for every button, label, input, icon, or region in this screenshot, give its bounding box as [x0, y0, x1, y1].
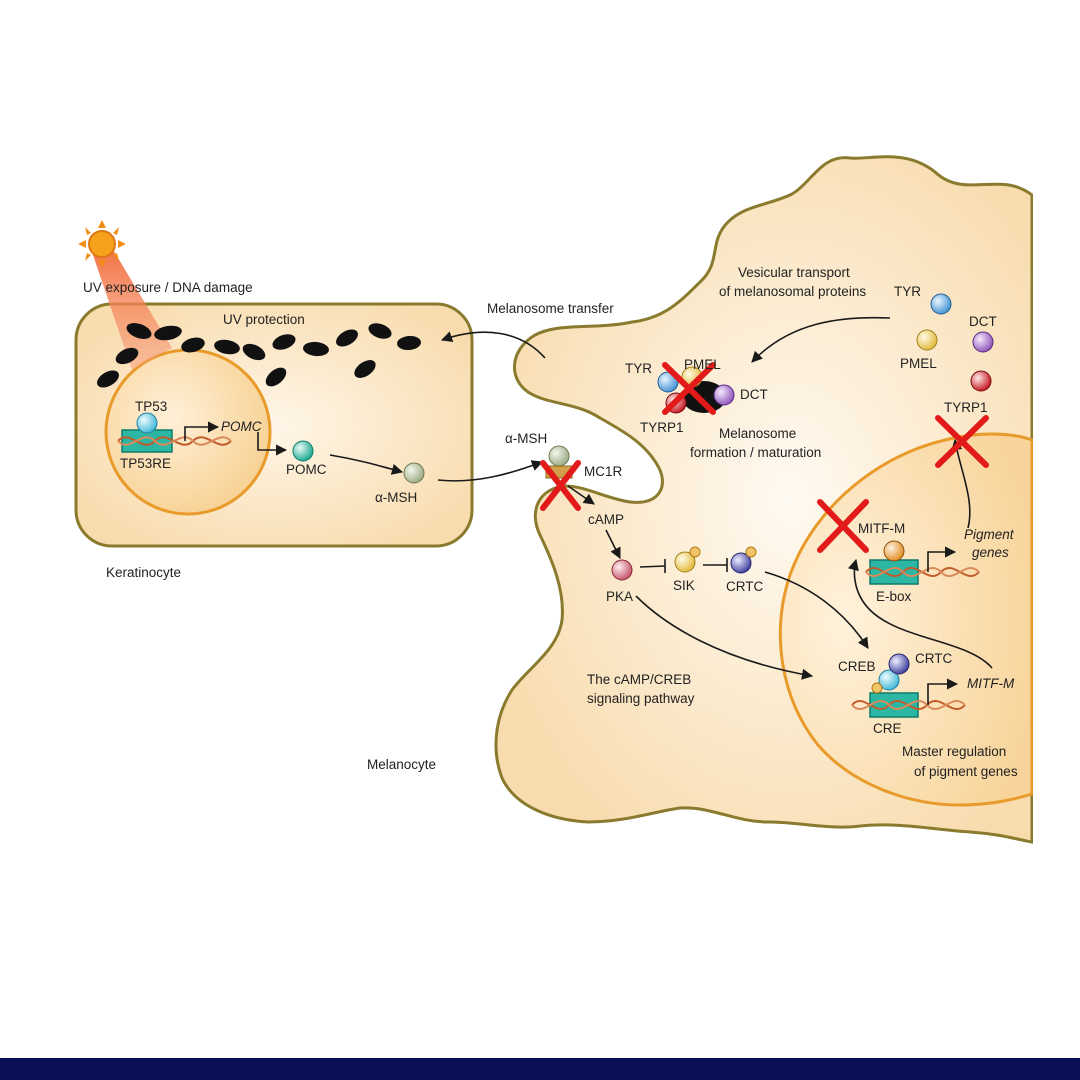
mitf-transcription-arrow — [927, 678, 959, 705]
tyr-complex-label: TYR — [625, 361, 652, 376]
dct-complex-protein — [713, 384, 735, 406]
mitf-feedback-arrow — [847, 558, 993, 669]
vesicular-transport-arrow — [751, 316, 891, 363]
mitf-m-gene-label: MITF-M — [967, 676, 1015, 691]
pka-to-creb-arrow — [635, 595, 814, 680]
tp53re-dna — [117, 429, 232, 453]
crtc-to-nucleus-arrow — [764, 571, 869, 649]
uv-exposure-label: UV exposure / DNA damage — [83, 280, 253, 295]
pomc-protein-label: POMC — [286, 462, 327, 477]
tyrp1-complex-label: TYRP1 — [640, 420, 684, 435]
uv-beam — [92, 248, 172, 370]
melanosome-transfer-label: Melanosome transfer — [487, 301, 614, 316]
melanosome-inhibition-x — [662, 362, 716, 415]
mitf-m-label: MITF-M — [858, 521, 905, 536]
amsh-receptor-label: α-MSH — [505, 431, 547, 446]
right-edge-mask — [1033, 150, 1080, 870]
pomc-to-amsh-arrow — [329, 454, 404, 475]
master-regulation-line1: Master regulation — [902, 744, 1006, 759]
mc1r-label: MC1R — [584, 464, 623, 479]
pka-protein — [611, 559, 633, 581]
amsh-to-mc1r-arrow — [437, 460, 544, 482]
crtc-cyto-label: CRTC — [726, 579, 764, 594]
mitf-inhibition-x — [817, 499, 869, 553]
master-regulation-line2: of pigment genes — [914, 764, 1018, 779]
melanosome-label-line1: Melanosome — [719, 426, 796, 441]
sik-phospho — [689, 546, 701, 558]
pomc-transcription-arrow — [184, 421, 220, 441]
crtc-nucleus-protein — [888, 653, 910, 675]
tyrp1-inhibition-x — [935, 415, 989, 468]
pmel-complex-label: PMEL — [684, 357, 721, 372]
amsh-receptor-protein — [548, 445, 570, 467]
uv-protection-label: UV protection — [223, 312, 305, 327]
pathway-label-line2: signaling pathway — [587, 691, 695, 706]
tyrp1-top-protein — [970, 370, 992, 392]
mc1r-inhibition-x — [540, 460, 581, 511]
cre-label: CRE — [873, 721, 902, 736]
tyr-top-protein — [930, 293, 952, 315]
crtc-nucleus-label: CRTC — [915, 651, 953, 666]
melanosome-label-line2: formation / maturation — [690, 445, 821, 460]
keratinocyte-label: Keratinocyte — [106, 565, 181, 580]
mc1r-to-camp-arrow — [567, 485, 595, 505]
pigment-genes-line2: genes — [972, 545, 1009, 560]
camp-to-pka-arrow — [605, 529, 621, 560]
pomc-gene-label: POMC — [221, 419, 262, 434]
melanosome-transfer-arrow — [440, 331, 546, 359]
pomc-output-arrow — [257, 432, 288, 456]
tyrp1-top-label: TYRP1 — [944, 400, 988, 415]
dct-complex-label: DCT — [740, 387, 768, 402]
creb-protein — [878, 669, 900, 691]
amsh-keratinocyte-protein — [403, 462, 425, 484]
amsh-keratinocyte-label: α-MSH — [375, 490, 417, 505]
footer-bar — [0, 1058, 1080, 1080]
pka-label: PKA — [606, 589, 633, 604]
sik-label: SIK — [673, 578, 695, 593]
vesicular-label-line2: of melanosomal proteins — [719, 284, 866, 299]
melanosome-cluster — [97, 323, 726, 413]
crtc-phospho — [745, 546, 757, 558]
camp-label: cAMP — [588, 512, 624, 527]
dct-top-protein — [972, 331, 994, 353]
pathway-label-line1: The cAMP/CREB — [587, 672, 691, 687]
pmel-top-label: PMEL — [900, 356, 937, 371]
vesicular-label-line1: Vesicular transport — [738, 265, 850, 280]
pomc-protein — [292, 440, 314, 462]
tp53re-label: TP53RE — [120, 456, 171, 471]
ebox-label: E-box — [876, 589, 912, 604]
pka-inhibits-sik — [639, 559, 666, 573]
pmel-top-protein — [916, 329, 938, 351]
sik-protein — [674, 551, 696, 573]
pigment-transcription-arrow — [927, 546, 957, 572]
mitf-m-protein — [883, 540, 905, 562]
sun-icon — [78, 220, 126, 268]
creb-phospho — [871, 682, 883, 694]
tyr-top-label: TYR — [894, 284, 921, 299]
pigment-genes-line1: Pigment — [964, 527, 1015, 542]
dct-top-label: DCT — [969, 314, 997, 329]
cre-dna — [851, 692, 966, 718]
tp53-label: TP53 — [135, 399, 167, 414]
creb-label: CREB — [838, 659, 876, 674]
tp53-protein — [136, 412, 158, 434]
crtc-cyto-protein — [730, 552, 752, 574]
melanocyte-label: Melanocyte — [367, 757, 436, 772]
sik-inhibits-crtc — [703, 558, 728, 572]
